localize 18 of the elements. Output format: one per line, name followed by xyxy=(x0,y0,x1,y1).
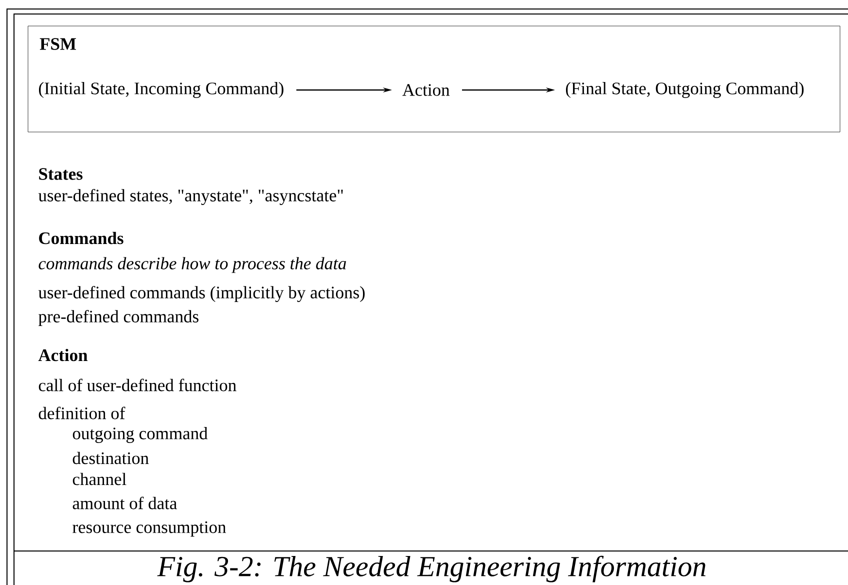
note-text: commands describe how to process the data xyxy=(38,257,346,273)
text-line: amount of data xyxy=(72,496,177,510)
text-line: channel xyxy=(72,472,126,486)
text-line: destination xyxy=(72,452,149,464)
section-heading: Action xyxy=(38,348,88,362)
section-heading: States xyxy=(39,168,82,180)
text-line: call of user-defined function xyxy=(38,378,236,392)
state-text: (Final State, Outgoing Command) xyxy=(566,82,804,98)
text-line: outgoing command xyxy=(72,427,208,443)
text-line: user-defined commands (implicitly by actions) xyxy=(38,286,365,302)
text-line: user-defined states, "anystate", "asyncstate" xyxy=(38,188,343,206)
state-text: Action xyxy=(402,84,450,96)
state-text: (Initial State, Incoming Command) xyxy=(38,82,284,98)
text-line: definition of xyxy=(38,406,126,420)
section-heading: Commands xyxy=(39,232,124,244)
text-line: pre-defined commands xyxy=(38,310,198,326)
figure-caption: Fig. 3-2: The Needed Engineering Information xyxy=(157,556,706,582)
text-line: resource consumption xyxy=(72,521,226,537)
